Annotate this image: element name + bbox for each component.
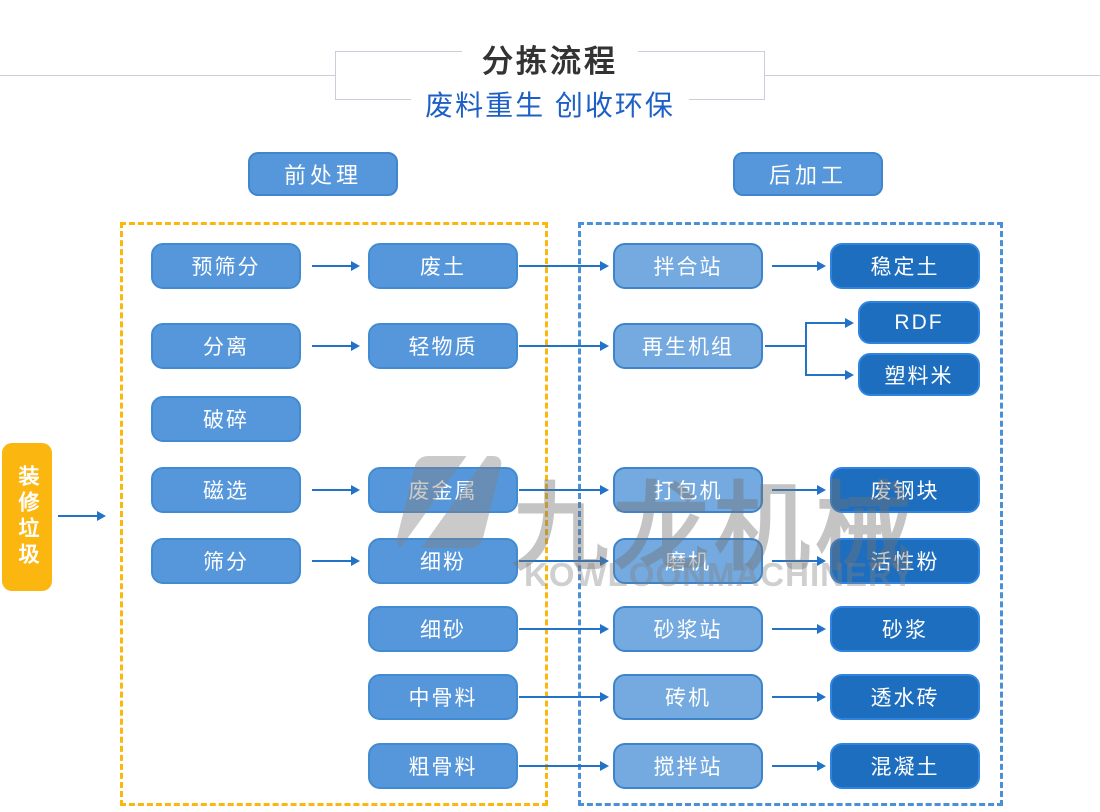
node-permeable-brick: 透水砖 bbox=[830, 674, 980, 720]
node-crushing: 破碎 bbox=[151, 396, 301, 442]
arrow-mill-to-active-powder bbox=[772, 556, 826, 566]
arrow-light-material-to-regen-unit bbox=[519, 341, 609, 351]
arrow-mortar-station-to-mortar bbox=[772, 624, 826, 634]
arrow-baler-to-scrap-steel bbox=[772, 485, 826, 495]
arrow-mixing-station-to-stabilized-soil bbox=[772, 261, 826, 271]
node-mill: 磨机 bbox=[613, 538, 763, 584]
arrow-coarse-aggregate-to-concrete-mixing-plant bbox=[519, 761, 609, 771]
arrow-waste-soil-to-mixing-station bbox=[519, 261, 609, 271]
node-scrap-metal: 废金属 bbox=[368, 467, 518, 513]
node-separation: 分离 bbox=[151, 323, 301, 369]
node-waste-soil: 废土 bbox=[368, 243, 518, 289]
node-magnetic-separation: 磁选 bbox=[151, 467, 301, 513]
arrow-source-to-pre-zone bbox=[58, 511, 106, 521]
arrow-magnetic-separation-to-scrap-metal bbox=[312, 485, 360, 495]
arrow-regen-unit-to-plastic-pellets bbox=[806, 370, 854, 380]
node-coarse-aggregate: 粗骨料 bbox=[368, 743, 518, 789]
node-baler: 打包机 bbox=[613, 467, 763, 513]
post-processing-zone bbox=[578, 222, 1003, 806]
node-brick-machine: 砖机 bbox=[613, 674, 763, 720]
node-regen-unit: 再生机组 bbox=[613, 323, 763, 369]
node-mixing-station: 拌合站 bbox=[613, 243, 763, 289]
node-fine-powder: 细粉 bbox=[368, 538, 518, 584]
node-concrete: 混凝土 bbox=[830, 743, 980, 789]
node-concrete-mixing-plant: 搅拌站 bbox=[613, 743, 763, 789]
node-light-material: 轻物质 bbox=[368, 323, 518, 369]
arrow-concrete-mixing-plant-to-concrete bbox=[772, 761, 826, 771]
arrow-scrap-metal-to-baler bbox=[519, 485, 609, 495]
arrow-fine-sand-to-mortar-station bbox=[519, 624, 609, 634]
node-mortar-station: 砂浆站 bbox=[613, 606, 763, 652]
arrow-separation-to-light-material bbox=[312, 341, 360, 351]
branch-vertical-regen-unit bbox=[805, 322, 807, 376]
arrow-medium-aggregate-to-brick-machine bbox=[519, 692, 609, 702]
node-fine-sand: 细砂 bbox=[368, 606, 518, 652]
node-medium-aggregate: 中骨料 bbox=[368, 674, 518, 720]
node-stabilized-soil: 稳定土 bbox=[830, 243, 980, 289]
stage-label-post-processing: 后加工 bbox=[733, 152, 883, 196]
stage-label-pre-processing: 前处理 bbox=[248, 152, 398, 196]
node-scrap-steel: 废钢块 bbox=[830, 467, 980, 513]
node-mortar: 砂浆 bbox=[830, 606, 980, 652]
source-box-decoration-waste: 装修垃圾 bbox=[2, 443, 52, 591]
page-title: 分拣流程 bbox=[462, 36, 638, 81]
arrow-pre-screen-to-waste-soil bbox=[312, 261, 360, 271]
node-plastic-pellets: 塑料米 bbox=[858, 353, 980, 396]
pre-processing-zone bbox=[120, 222, 548, 806]
arrow-screening-to-fine-powder bbox=[312, 556, 360, 566]
page-subtitle: 废料重生 创收环保 bbox=[411, 84, 689, 124]
node-pre-screen: 预筛分 bbox=[151, 243, 301, 289]
arrow-brick-machine-to-permeable-brick bbox=[772, 692, 826, 702]
node-rdf: RDF bbox=[858, 301, 980, 344]
node-active-powder: 活性粉 bbox=[830, 538, 980, 584]
node-screening: 筛分 bbox=[151, 538, 301, 584]
branch-stub-regen-unit bbox=[765, 345, 806, 347]
arrow-regen-unit-to-rdf bbox=[806, 318, 854, 328]
arrow-fine-powder-to-mill bbox=[519, 556, 609, 566]
